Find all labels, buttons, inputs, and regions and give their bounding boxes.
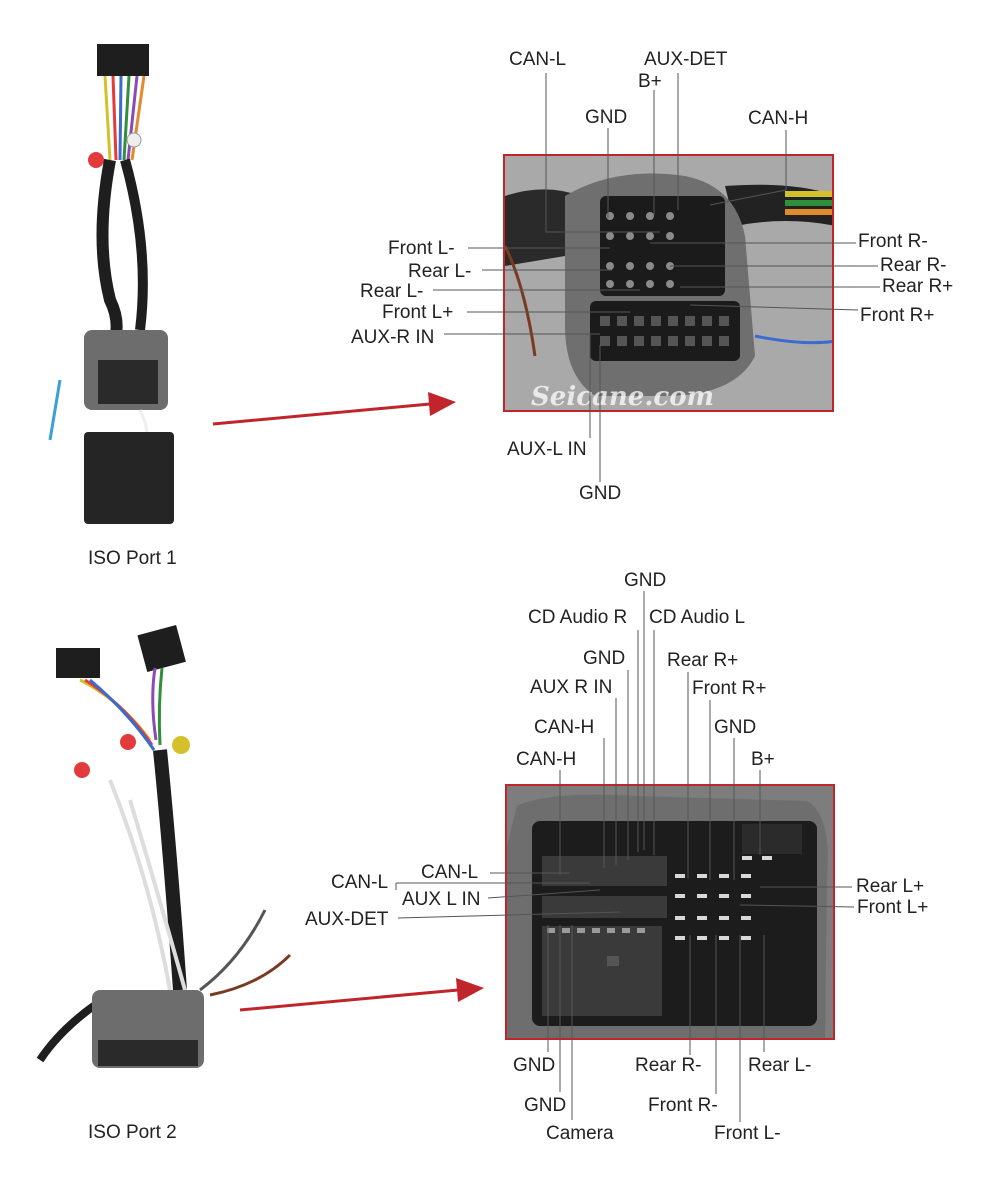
p2-label-gnd-b1: GND: [513, 1055, 556, 1076]
harness-2-image: [36, 624, 292, 1068]
p1-label-can-h: CAN-H: [748, 108, 809, 129]
p1-label-b-plus: B+: [638, 71, 662, 92]
p1-label-rear-l-minus-b: Rear L-: [360, 281, 424, 302]
p2-label-can-h-b: CAN-H: [516, 749, 577, 770]
p2-label-front-r-minus: Front R-: [648, 1095, 718, 1116]
p1-label-gnd-bottom: GND: [579, 483, 622, 504]
p1-label-aux-r-in: AUX-R IN: [351, 327, 435, 348]
p1-label-aux-det: AUX-DET: [644, 49, 728, 70]
p2-label-rear-l-minus: Rear L-: [748, 1055, 812, 1076]
port1-caption: ISO Port 1: [88, 548, 177, 569]
p2-label-b-plus: B+: [751, 749, 775, 770]
p1-label-front-r-minus: Front R-: [858, 231, 928, 252]
p1-label-front-r-plus: Front R+: [860, 305, 935, 326]
p2-label-rear-l-plus: Rear L+: [856, 876, 925, 897]
p2-label-rear-r-minus: Rear R-: [635, 1055, 702, 1076]
arrow-port1: [212, 392, 456, 426]
watermark: Seicane.com: [531, 382, 715, 412]
arrow-port2: [239, 978, 484, 1012]
leaders-port2: [395, 591, 855, 1122]
p2-label-rear-r-plus: Rear R+: [667, 650, 739, 671]
p2-label-gnd-right: GND: [714, 717, 757, 738]
p2-label-gnd-b2: GND: [524, 1095, 567, 1116]
p1-label-can-l: CAN-L: [509, 49, 567, 70]
p2-label-front-l-minus: Front L-: [714, 1123, 781, 1144]
p2-label-camera: Camera: [546, 1123, 614, 1144]
leaders-port1: [433, 73, 880, 482]
port2-caption: ISO Port 2: [88, 1122, 177, 1143]
p1-label-rear-r-minus: Rear R-: [880, 255, 947, 276]
p2-label-can-l-b: CAN-L: [421, 862, 479, 883]
p2-label-gnd-2: GND: [583, 648, 626, 669]
p2-label-gnd-top: GND: [624, 570, 667, 591]
p2-label-front-r-plus: Front R+: [692, 678, 767, 699]
p2-label-can-h-a: CAN-H: [534, 717, 595, 738]
p2-label-front-l-plus: Front L+: [857, 897, 929, 918]
p1-label-rear-r-plus: Rear R+: [882, 276, 954, 297]
harness-1-image: [48, 44, 174, 524]
connector-1-illustration: [505, 156, 832, 410]
p2-label-cd-audio-r: CD Audio R: [528, 607, 628, 628]
p2-label-can-l-a: CAN-L: [331, 872, 389, 893]
p1-label-rear-l-minus-a: Rear L-: [408, 261, 472, 282]
p1-label-front-l-minus: Front L-: [388, 238, 455, 259]
p2-label-aux-l-in: AUX L IN: [402, 889, 481, 910]
p1-label-gnd-top: GND: [585, 107, 628, 128]
p1-label-front-l-plus: Front L+: [382, 302, 454, 323]
connector-photo-1: Seicane.com: [503, 154, 834, 412]
p1-label-aux-l-in: AUX-L IN: [507, 439, 587, 460]
p2-label-aux-r-in: AUX R IN: [530, 677, 613, 698]
p2-label-aux-det: AUX-DET: [305, 909, 389, 930]
p2-label-cd-audio-l: CD Audio L: [649, 607, 746, 628]
